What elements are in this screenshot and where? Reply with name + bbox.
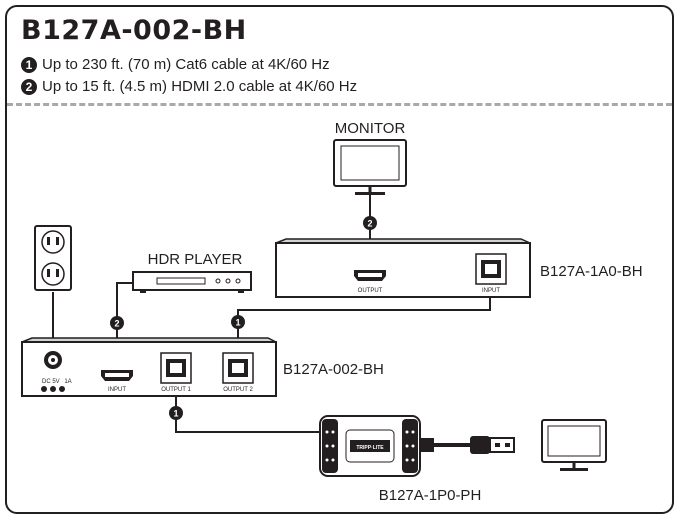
- transmitter-input-label: INPUT: [108, 387, 126, 393]
- transmitter-rj45-port-2: [222, 352, 254, 384]
- usb-cable: [420, 436, 515, 454]
- page-title: B127A-002-BH: [21, 15, 247, 46]
- section-divider: [7, 103, 672, 106]
- receiver-device: [275, 238, 531, 298]
- power-label: DC 5V: [42, 379, 60, 385]
- hdmi-badge-player: 2: [110, 316, 124, 330]
- receiver-label: B127A-1A0-BH: [540, 263, 643, 280]
- cat6-badge-receiver: 1: [231, 315, 245, 329]
- power-jack-icon: [44, 351, 62, 369]
- receiver-hdmi-port: [354, 270, 386, 281]
- hdr-player-label: HDR PLAYER: [148, 251, 243, 268]
- receiver-output-label: OUTPUT: [358, 288, 383, 294]
- note-number: 2: [21, 78, 37, 95]
- note-cat6: 1 Up to 230 ft. (70 m) Cat6 cable at 4K/…: [21, 56, 330, 73]
- transmitter-device: [21, 337, 277, 397]
- power-polarity-icon: [41, 386, 65, 392]
- transmitter-output1-label: OUTPUT 1: [161, 387, 191, 393]
- note-text: Up to 230 ft. (70 m) Cat6 cable at 4K/60…: [42, 56, 330, 73]
- usb-receiver-label: B127A-1P0-PH: [379, 487, 482, 504]
- receiver-input-label: INPUT: [482, 288, 500, 294]
- transmitter-label: B127A-002-BH: [283, 361, 384, 378]
- diagram-frame: B127A-002-BH 1 Up to 230 ft. (70 m) Cat6…: [5, 5, 674, 514]
- computer-monitor-icon: [541, 419, 607, 471]
- note-number: 1: [21, 56, 37, 73]
- hdmi-badge-monitor: 2: [363, 216, 377, 230]
- monitor-icon: [333, 139, 407, 195]
- transmitter-output2-label: OUTPUT 2: [223, 387, 253, 393]
- badge-number: 2: [367, 219, 372, 229]
- transmitter-rj45-port-1: [160, 352, 192, 384]
- power-amp-label: 1A: [64, 379, 71, 385]
- hdr-player-icon: [132, 271, 252, 293]
- cat6-cable-receiver: [237, 292, 491, 358]
- note-hdmi: 2 Up to 15 ft. (4.5 m) HDMI 2.0 cable at…: [21, 78, 357, 95]
- transmitter-hdmi-port: [101, 370, 133, 381]
- usb-device-brand: TRIPP·LITE: [356, 445, 384, 451]
- receiver-rj45-port: [475, 253, 507, 285]
- monitor-label: MONITOR: [335, 120, 406, 137]
- power-outlet-icon: [34, 225, 72, 291]
- badge-number: 2: [114, 319, 119, 329]
- badge-number: 1: [235, 318, 240, 328]
- badge-number: 1: [173, 409, 178, 419]
- note-text: Up to 15 ft. (4.5 m) HDMI 2.0 cable at 4…: [42, 78, 358, 95]
- usb-receiver-device: [319, 415, 421, 477]
- cat6-badge-usb: 1: [169, 406, 183, 420]
